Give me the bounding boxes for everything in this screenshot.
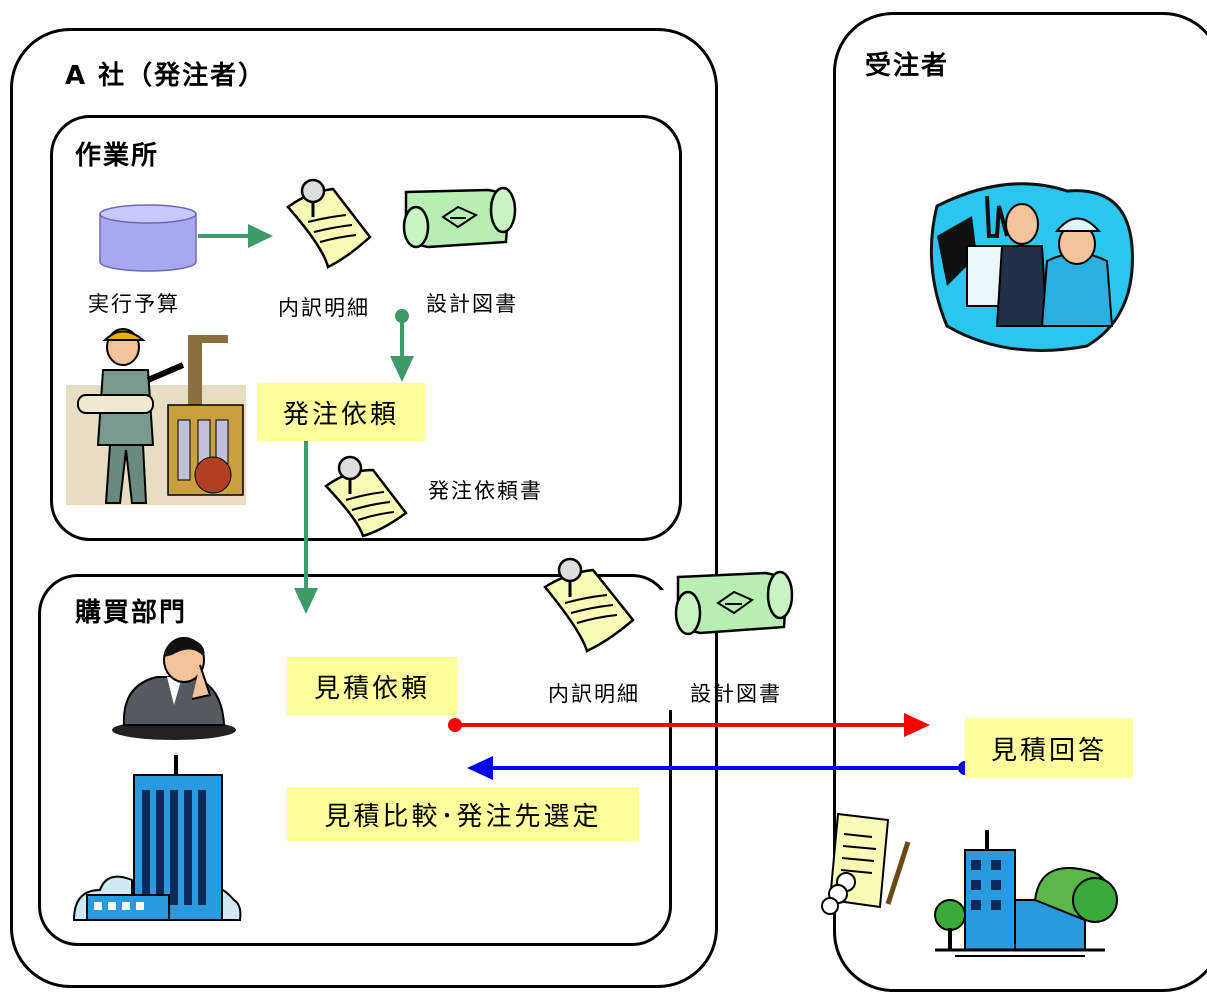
contractor-title: 受注者 <box>865 51 950 81</box>
breakdown-label: 内訳明細 <box>278 296 370 320</box>
budget-label: 実行予算 <box>88 292 180 316</box>
factory-building-icon <box>934 830 1118 957</box>
workers-meeting-icon <box>929 182 1134 352</box>
company-title: A 社（発注者） <box>65 61 267 91</box>
engineer-clipart-icon <box>66 328 246 505</box>
office-tower-icon <box>72 755 242 921</box>
worried-businessman-icon <box>112 637 236 740</box>
arrow-request-to-purchasing-head <box>294 588 318 614</box>
contract-document-icon <box>821 812 911 915</box>
purchasing-drawings-label: 設計図書 <box>690 682 782 706</box>
memo-pin-icon <box>543 557 635 653</box>
site-box <box>50 115 682 541</box>
blueprint-scroll-icon <box>402 186 517 249</box>
estimate-answer-note: 見積回答 <box>965 718 1133 778</box>
arrow-estimate-answer-head <box>467 756 493 780</box>
purchasing-breakdown-label: 内訳明細 <box>548 682 640 706</box>
estimate-comparison-note: 見積比較･発注先選定 <box>287 787 639 841</box>
memo-pin-icon <box>324 455 408 538</box>
blueprint-scroll-icon <box>674 570 794 636</box>
arrow-estimate-request-head <box>904 713 930 737</box>
memo-pin-icon <box>286 178 372 269</box>
border-gap <box>660 590 680 710</box>
site-title: 作業所 <box>75 141 160 171</box>
estimate-request-note: 見積依頼 <box>287 657 457 715</box>
database-icon <box>99 204 197 272</box>
purchasing-title: 購買部門 <box>75 598 188 628</box>
arrow-budget-to-breakdown-head <box>248 224 273 248</box>
arrow-breakdown-to-request-head <box>390 356 414 382</box>
drawings-label: 設計図書 <box>426 292 518 316</box>
order-request-note: 発注依頼 <box>257 383 425 441</box>
order-request-doc-label: 発注依頼書 <box>428 479 543 503</box>
purchasing-box <box>38 574 672 946</box>
